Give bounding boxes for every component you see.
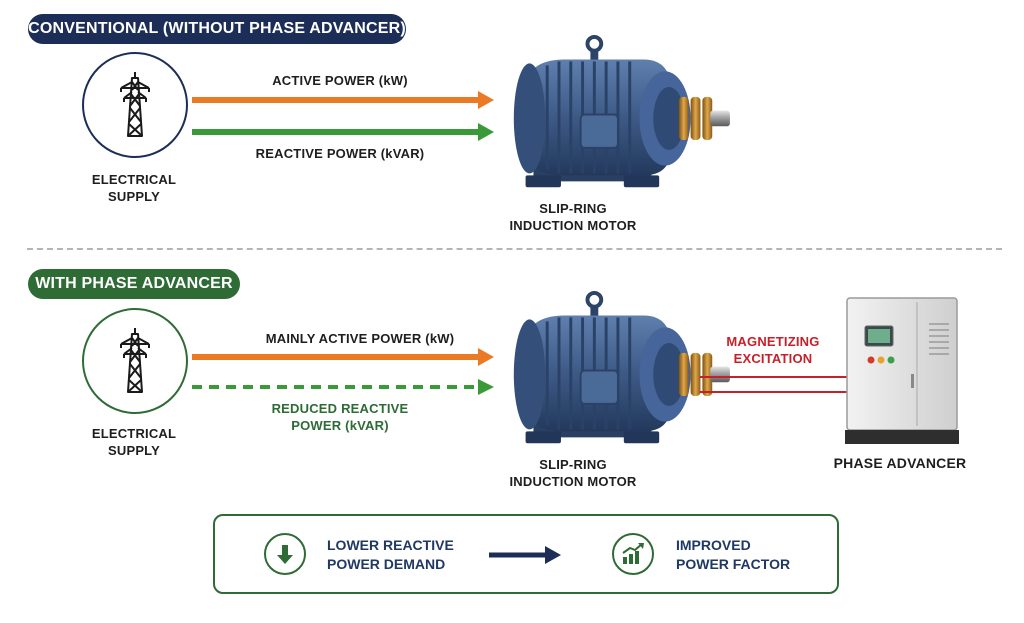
- indicator-light-red: [867, 356, 875, 364]
- slip-ring-motor-top: [496, 32, 732, 199]
- reactive-power-arrowhead-top: [478, 123, 494, 141]
- active-power-arrowhead-bottom: [478, 348, 494, 366]
- improved-pf-text: IMPROVED POWER FACTOR: [676, 537, 791, 572]
- door-handle: [911, 374, 914, 388]
- reduced-reactive-arrowhead: [478, 379, 494, 395]
- rising-bar-chart-icon: [612, 533, 654, 575]
- conventional-title-pill: CONVENTIONAL (WITHOUT PHASE ADVANCER): [28, 14, 406, 44]
- indicator-light-amber: [877, 356, 885, 364]
- power-flow-arrows-top: [192, 91, 494, 141]
- active-power-label-top: ACTIVE POWER (kW): [272, 73, 408, 88]
- motor-label-top: SLIP-RING INDUCTION MOTOR: [509, 201, 637, 233]
- supply-label-bottom: ELECTRICAL SUPPLY: [91, 426, 177, 458]
- active-power-arrowhead-top: [478, 91, 494, 109]
- transmission-tower-icon: [115, 70, 155, 140]
- down-arrow-icon: [264, 533, 306, 575]
- motor-label-bottom: SLIP-RING INDUCTION MOTOR: [509, 457, 637, 489]
- vent-slots: [929, 323, 949, 355]
- slip-ring-motor-bottom: [496, 288, 732, 455]
- excitation-lines: [700, 376, 852, 393]
- transmission-tower-icon: [115, 326, 155, 396]
- lower-reactive-text: LOWER REACTIVE POWER DEMAND: [327, 537, 454, 572]
- supply-circle-bottom: [82, 308, 188, 414]
- cabinet-base: [845, 430, 959, 444]
- reactive-power-label-bottom: REDUCED REACTIVE POWER (kVAR): [271, 401, 409, 433]
- indicator-light-green: [887, 356, 895, 364]
- phase-advancer-label: PHASE ADVANCER: [833, 455, 967, 471]
- conventional-title: CONVENTIONAL (WITHOUT PHASE ADVANCER): [28, 20, 406, 37]
- section-divider: [27, 248, 1002, 250]
- reactive-power-label-top: REACTIVE POWER (kVAR): [255, 146, 425, 161]
- power-flow-arrows-bottom: [192, 348, 494, 395]
- phase-advancer-title-pill: WITH PHASE ADVANCER: [28, 269, 240, 299]
- supply-label-top: ELECTRICAL SUPPLY: [91, 172, 177, 204]
- supply-circle-top: [82, 52, 188, 158]
- summary-box: LOWER REACTIVE POWER DEMAND IMPROVED POW…: [213, 514, 839, 594]
- display-glow: [868, 329, 890, 343]
- phase-advancer-title: WITH PHASE ADVANCER: [35, 275, 233, 292]
- excitation-label: MAGNETIZING EXCITATION: [726, 334, 820, 366]
- active-power-label-bottom: MAINLY ACTIVE POWER (kW): [265, 331, 455, 346]
- right-arrow-icon: [489, 546, 561, 564]
- phase-advancer-cabinet: [845, 297, 959, 444]
